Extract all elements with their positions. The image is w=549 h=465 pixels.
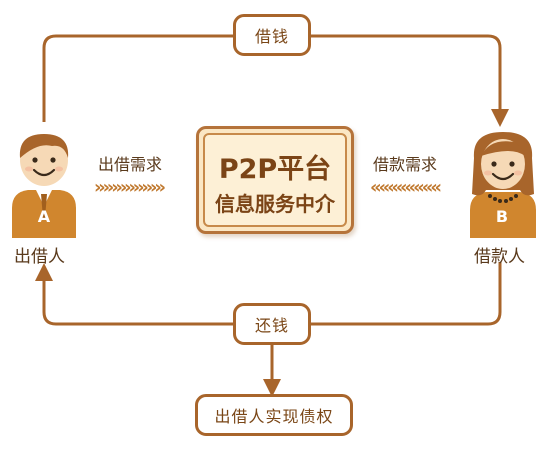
lender-label: 出借人: [14, 247, 65, 267]
result-box: 出借人实现债权: [195, 394, 353, 436]
repay-box: 还钱: [233, 303, 311, 345]
borrower-figure-icon: [470, 132, 536, 238]
p2p-platform-box: P2P平台 信息服务中介: [196, 126, 354, 234]
borrow-loop-line: [42, 34, 500, 122]
lender-figure-icon: [12, 134, 76, 238]
platform-title: P2P平台: [218, 154, 332, 185]
lender-badge: A: [37, 207, 51, 226]
repay-loop-line: [44, 262, 502, 326]
chevrons-left-icon: ««««««««: [370, 177, 442, 198]
chevrons-right-icon: »»»»»»»»: [94, 177, 166, 198]
platform-subtitle: 信息服务中介: [215, 192, 335, 216]
platform-inner-frame: [203, 133, 347, 227]
lend-demand-label: 出借需求: [98, 155, 163, 174]
borrower-label: 借款人: [474, 247, 525, 267]
borrow-demand-label: 借款需求: [373, 155, 438, 174]
borrow-box: 借钱: [233, 14, 311, 56]
borrower-badge: B: [495, 207, 509, 226]
